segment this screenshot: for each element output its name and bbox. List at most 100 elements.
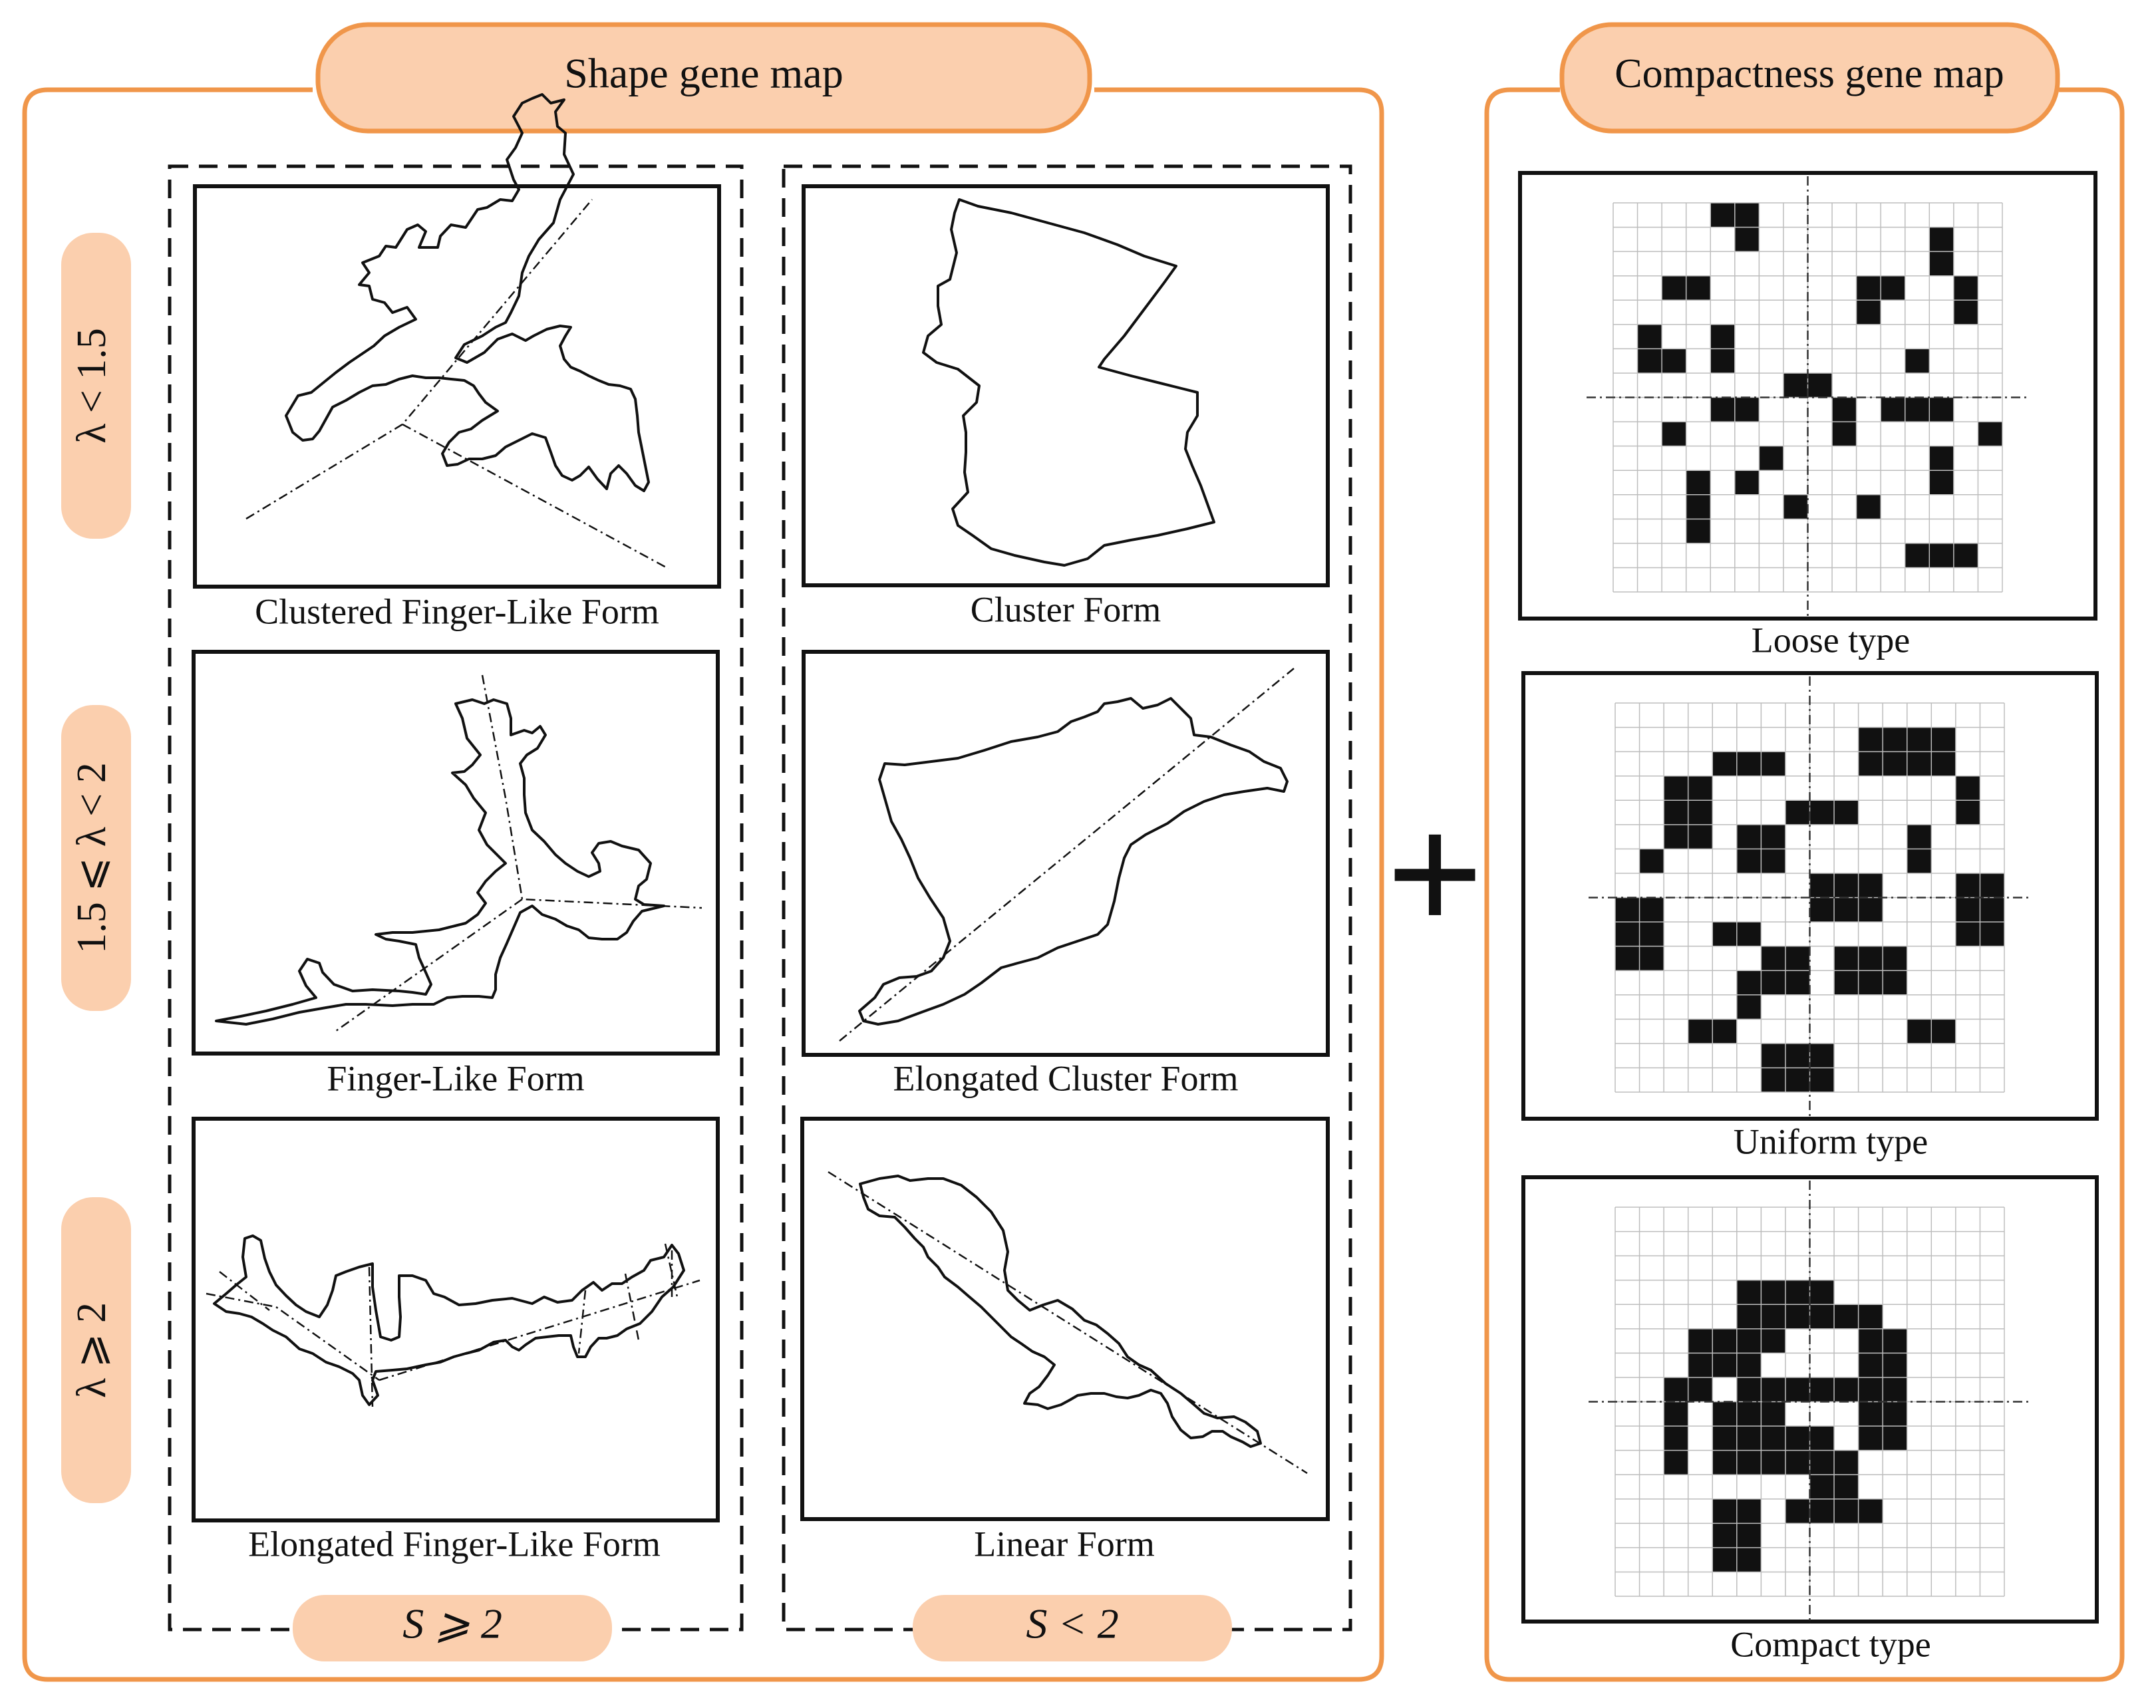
filled-cell (1688, 1377, 1713, 1402)
shape-cell-cluster: Cluster Form (802, 184, 1330, 629)
elongated-cluster-outline (858, 697, 1289, 1026)
shape-cell-finger-like: Finger-Like Form (192, 650, 720, 1098)
filled-cell (1736, 1426, 1762, 1451)
shape-cell-caption-5: Elongated Finger-Like Form (248, 1524, 661, 1564)
filled-cell (1734, 397, 1760, 422)
filled-cell (1761, 946, 1786, 971)
finger-like-axis (335, 674, 702, 1032)
filled-cell (1929, 251, 1954, 277)
row-label-2: 1.5 ⩽ λ < 2 (69, 762, 114, 953)
filled-cell (1736, 1547, 1762, 1572)
filled-cell (1856, 300, 1881, 325)
compact-grid-compact: Compact type (1521, 1175, 2099, 1664)
filled-cell (1858, 946, 1883, 971)
filled-cell (1858, 1328, 1883, 1353)
filled-cell (1907, 727, 1932, 752)
filled-cell (1883, 946, 1908, 971)
filled-cell (1905, 397, 1930, 422)
linear-outline (859, 1175, 1262, 1448)
filled-cell (1712, 922, 1738, 947)
elongated-cluster-axis (839, 668, 1295, 1042)
finger-like-outline (215, 698, 665, 1026)
filled-cell (1688, 800, 1713, 825)
compact-panel-title-pill: Compactness gene map (1559, 22, 2060, 134)
filled-cell (1761, 1328, 1786, 1353)
shape-cell-caption-6: Linear Form (974, 1524, 1154, 1564)
filled-cell (1761, 1068, 1786, 1093)
filled-cell (1736, 1450, 1762, 1475)
row-label-pill-3: λ ⩾ 2 (61, 1197, 131, 1503)
filled-cell (1615, 922, 1640, 947)
filled-cell (1856, 494, 1881, 519)
filled-cell (1664, 776, 1689, 801)
filled-cell (1736, 970, 1762, 996)
filled-cell (1688, 1328, 1713, 1353)
filled-cell (1883, 1353, 1908, 1378)
filled-cell (1712, 752, 1738, 777)
row-label-pill-2: 1.5 ⩽ λ < 2 (61, 705, 131, 1011)
filled-cell (1953, 275, 1978, 301)
filled-cell (1785, 1450, 1810, 1475)
filled-cell (1881, 275, 1906, 301)
filled-cell (1858, 1353, 1883, 1378)
filled-cell (1858, 1498, 1883, 1524)
filled-cell (1832, 397, 1857, 422)
filled-cell (1615, 946, 1640, 971)
filled-cell (1736, 1328, 1762, 1353)
filled-cell (1856, 275, 1881, 301)
filled-cell (1712, 1450, 1738, 1475)
shape-cell-linear: Linear Form (800, 1117, 1330, 1564)
filled-cell (1980, 897, 2005, 923)
filled-cell (1639, 946, 1664, 971)
clustered-finger-like-outline (285, 93, 650, 492)
filled-cell (1809, 1043, 1835, 1068)
filled-cell (1734, 470, 1760, 496)
filled-cell (1785, 1377, 1810, 1402)
filled-cell (1883, 1328, 1908, 1353)
filled-cell (1858, 1401, 1883, 1427)
filled-cell (1664, 1450, 1689, 1475)
filled-cell (1809, 1068, 1835, 1093)
filled-cell (1834, 1377, 1859, 1402)
filled-cell (1809, 1475, 1835, 1500)
filled-cell (1736, 1304, 1762, 1330)
filled-cell (1736, 849, 1762, 874)
filled-cell (1929, 470, 1954, 496)
filled-cell (1664, 1426, 1689, 1451)
shape-cell-caption-4: Elongated Cluster Form (893, 1058, 1239, 1098)
filled-cell (1883, 1401, 1908, 1427)
compact-panel-frame (1484, 87, 2125, 1682)
filled-cell (1905, 349, 1930, 374)
filled-cell (1858, 897, 1883, 923)
filled-cell (1688, 1353, 1713, 1378)
compact-grid (1589, 1181, 2031, 1623)
filled-cell (1929, 446, 1954, 471)
shape-panel-title-pill: Shape gene map (315, 22, 1092, 134)
filled-cell (1834, 1498, 1859, 1524)
filled-cell (1761, 1450, 1786, 1475)
filled-cell (1858, 727, 1883, 752)
filled-cell (1712, 1426, 1738, 1451)
filled-cell (1809, 1280, 1835, 1305)
linear-axis (828, 1171, 1308, 1475)
filled-cell (1761, 1043, 1786, 1068)
filled-cell (1858, 1304, 1883, 1330)
filled-cell (1809, 873, 1835, 898)
filled-cell (1907, 752, 1932, 777)
filled-cell (1809, 1498, 1835, 1524)
filled-cell (1736, 1353, 1762, 1378)
filled-cell (1978, 422, 2003, 447)
filled-cell (1785, 1068, 1810, 1093)
filled-cell (1858, 752, 1883, 777)
shape-cell-caption-1: Clustered Finger-Like Form (255, 591, 659, 631)
filled-cell (1809, 800, 1835, 825)
filled-cell (1686, 519, 1711, 544)
col-label-1: S ⩾ 2 (402, 1600, 502, 1647)
compact-grid-caption-1: Loose type (1752, 620, 1910, 660)
filled-cell (1736, 922, 1762, 947)
filled-cell (1664, 800, 1689, 825)
filled-cell (1809, 1450, 1835, 1475)
filled-cell (1688, 1019, 1713, 1044)
filled-cell (1785, 1304, 1810, 1330)
